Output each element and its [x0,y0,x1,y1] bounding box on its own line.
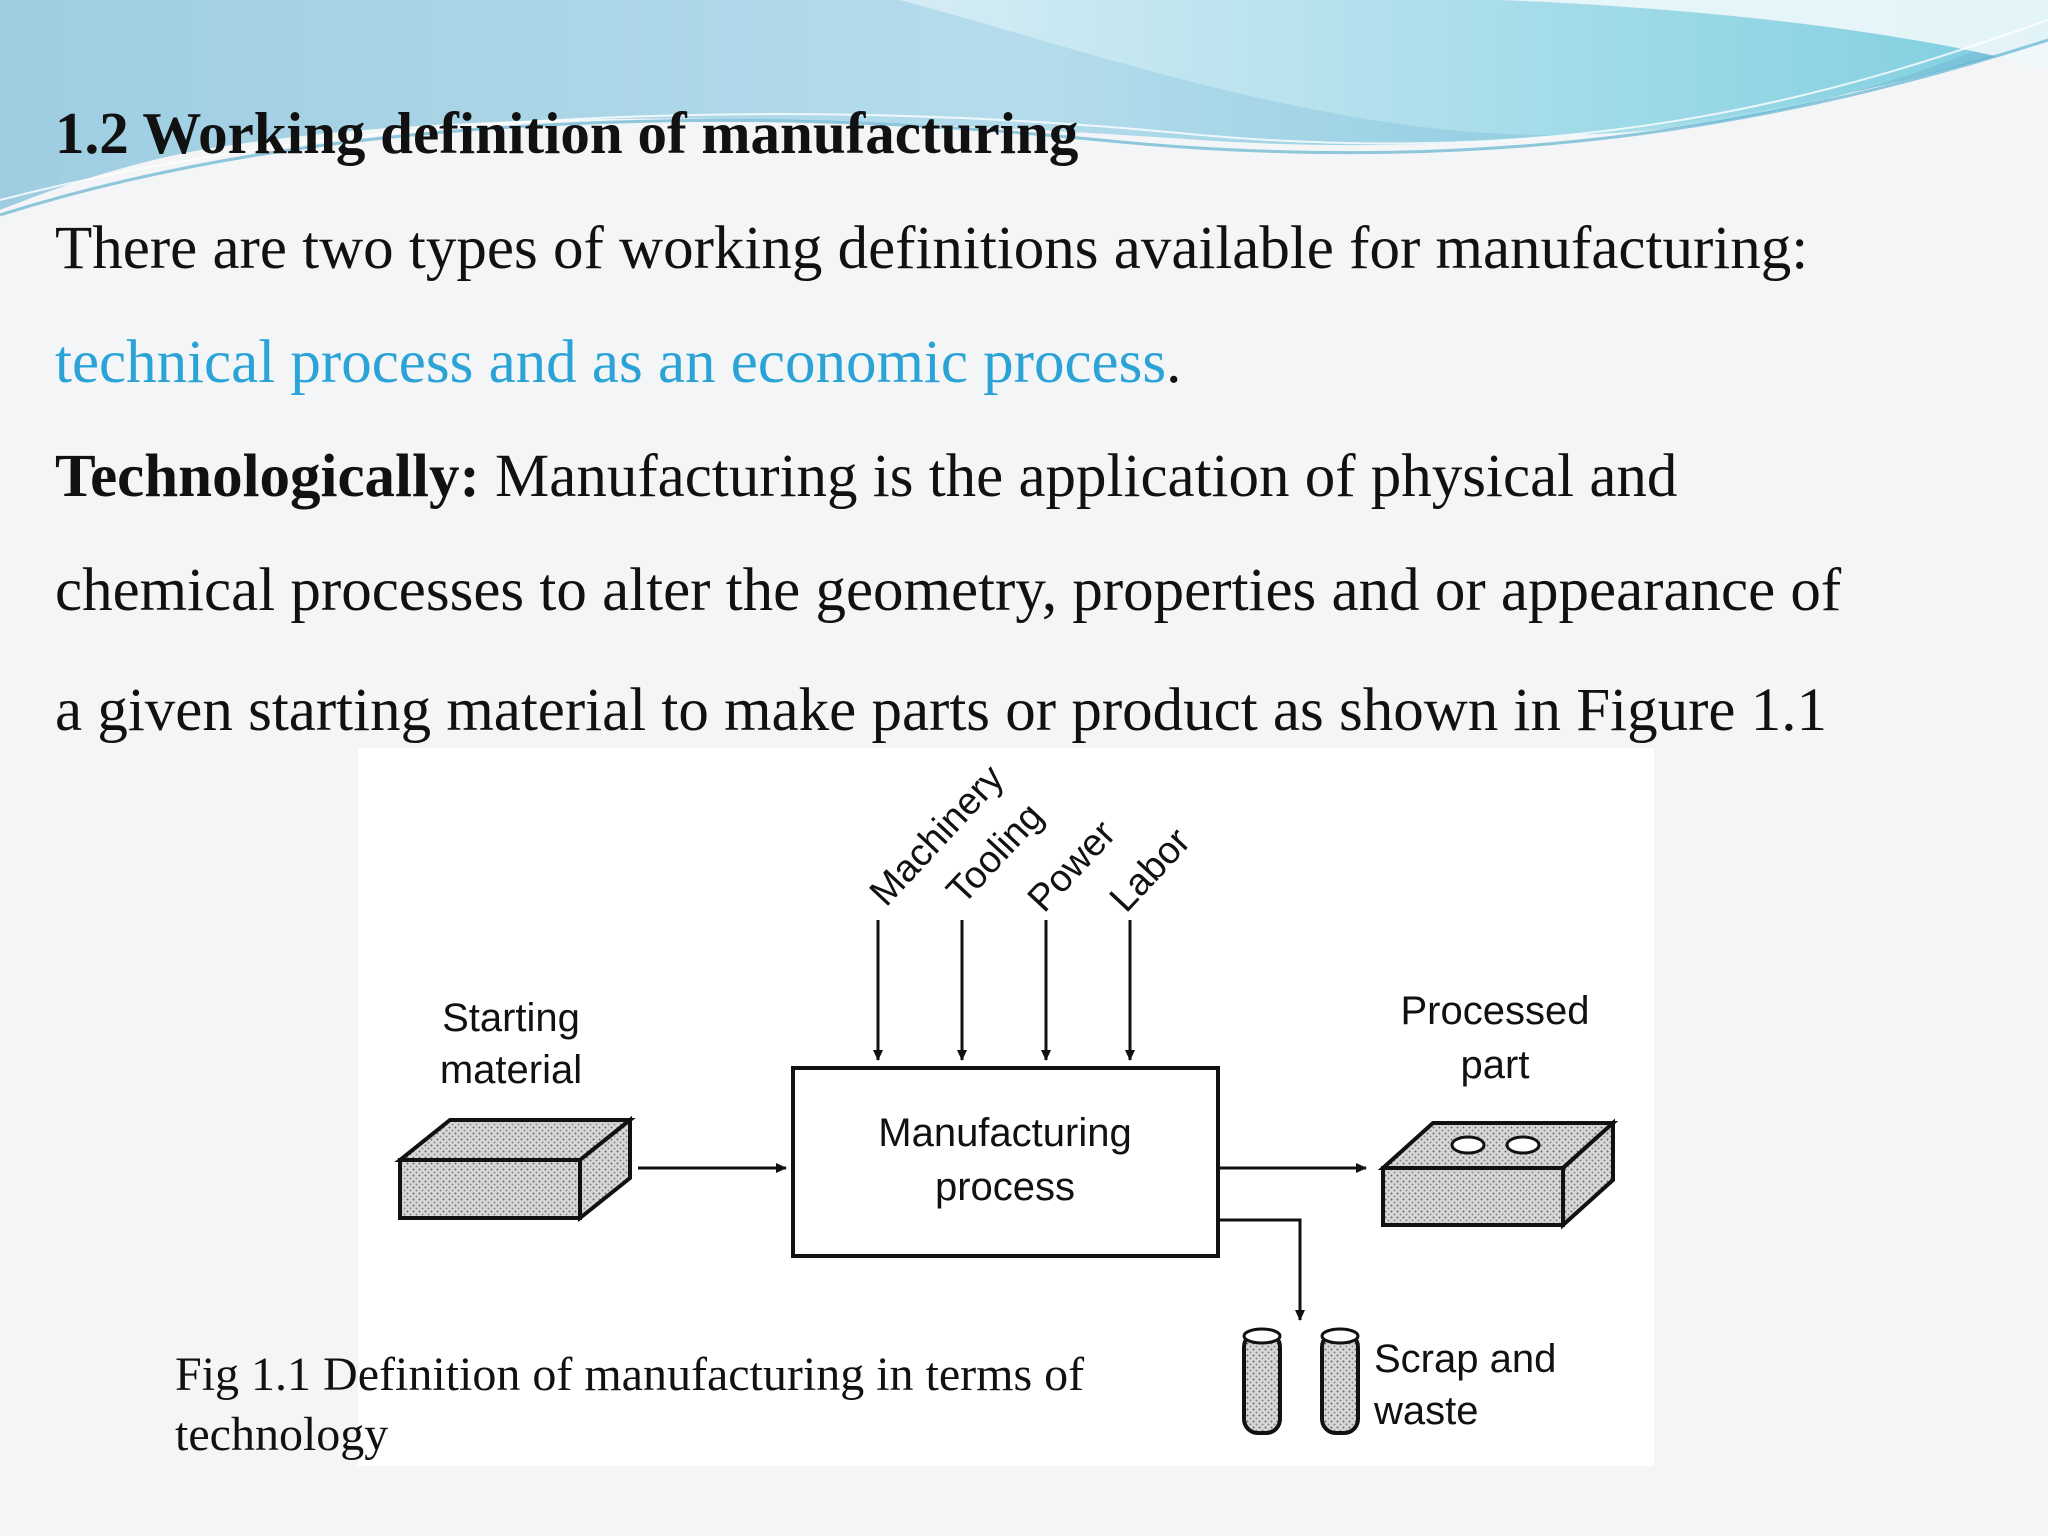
processed-part-label-line-1: Processed [1401,989,1590,1033]
starting-material-block-icon [394,1115,636,1223]
decorative-wave-banner [0,0,2048,217]
manufacturing-diagram: Machinery Tooling Power Labor Manufactur… [394,757,1619,1435]
scrap-pieces-icon [1242,1327,1360,1435]
tech-text-1: Manufacturing is the application of phys… [479,443,1678,510]
tech-definition-line-3: a given starting material to make parts … [55,677,1827,744]
process-label-line-2: process [935,1165,1075,1209]
process-box [791,1066,1220,1258]
scrap-label-line-1: Scrap and [1374,1337,1556,1381]
processed-part-block-icon [1377,1118,1619,1230]
tech-label: Technologically: [55,443,480,510]
scrap-label-line-2: waste [1373,1389,1479,1433]
tech-definition-line-1: Technologically: Manufacturing is the ap… [55,446,1677,507]
definition-types-end: . [1166,329,1182,396]
definition-types: technical process and as an economic pro… [55,332,1181,393]
intro-text: There are two types of working definitio… [55,215,1809,282]
process-label-line-1: Manufacturing [878,1111,1131,1155]
page-title: 1.2 Working definition of manufacturing [55,100,1079,166]
definition-types-highlight: technical process and as an economic pro… [55,329,1167,396]
scrap-flow-arrow [1218,1218,1305,1321]
tech-definition-line-2: chemical processes to alter the geometry… [55,557,1842,624]
starting-material-label-line-1: Starting [442,996,580,1040]
processed-part-label-line-2: part [1461,1043,1530,1087]
figure-caption: Fig 1.1 Definition of manufacturing in t… [175,1348,1085,1461]
starting-material-label-line-2: material [440,1048,582,1092]
